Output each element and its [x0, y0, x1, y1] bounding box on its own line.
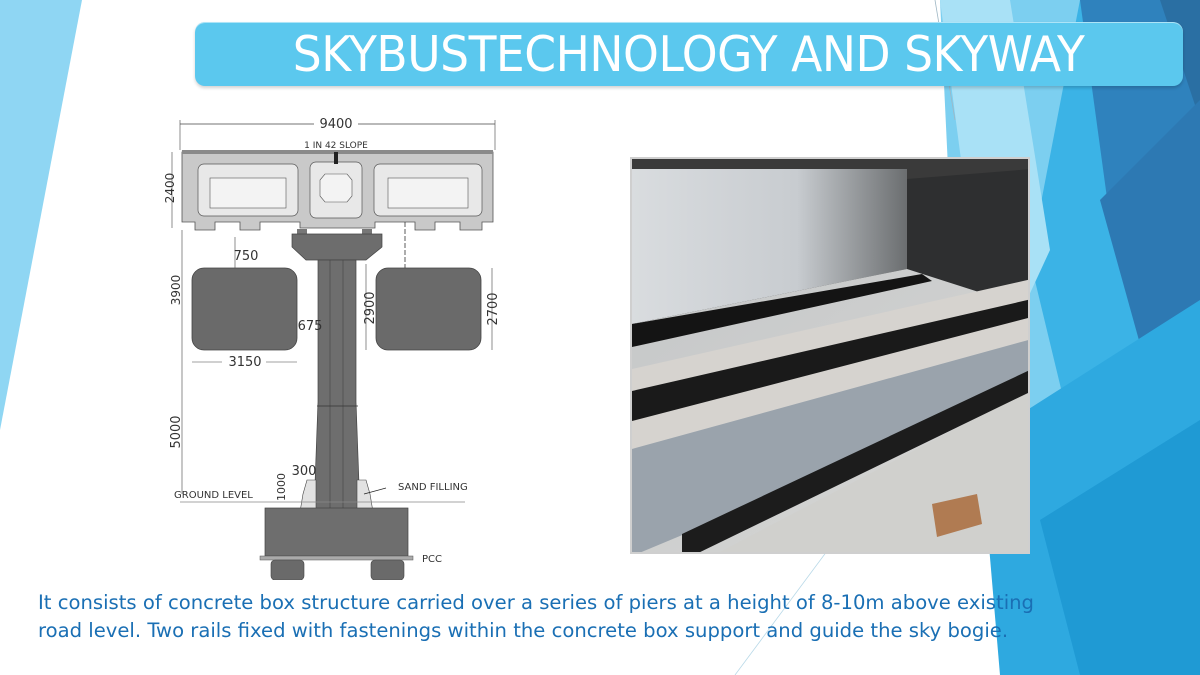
dim-vehicle-zone: 3900 [169, 275, 183, 306]
slide-title: SKYBUSTECHNOLOGY AND SKYWAY [293, 25, 1085, 83]
dim-top-width: 9400 [319, 117, 352, 132]
dim-foundation-depth: 1000 [275, 473, 288, 501]
ground-level-label: GROUND LEVEL [174, 490, 253, 501]
sand-filling-label: SAND FILLING [398, 482, 468, 493]
caption-line-2: road level. Two rails fixed with fasteni… [38, 619, 1009, 642]
skyway-cross-section-drawing: 9400 1 IN 42 SLOPE 2400 750 3900 3150 67… [163, 116, 501, 580]
rails-inside-concrete-box-photo [630, 157, 1030, 554]
photo-illustration [632, 159, 1028, 552]
caption-line-1: It consists of concrete box structure ca… [38, 591, 1034, 614]
dim-pier-lower: 5000 [169, 415, 184, 448]
pcc-label: PCC [422, 554, 442, 565]
slope-text: 1 IN 42 SLOPE [304, 141, 368, 151]
dim-clearance-top: 750 [234, 249, 259, 264]
dim-vehicle-width: 3150 [228, 355, 261, 370]
dim-pier-height-zone: 2900 [363, 291, 378, 324]
slide-caption: It consists of concrete box structure ca… [38, 589, 1188, 645]
dim-vehicle-height: 2700 [486, 292, 501, 325]
dim-pier-width: 675 [298, 319, 323, 334]
dim-deck-height: 2400 [163, 173, 177, 204]
title-bar: SKYBUSTECHNOLOGY AND SKYWAY [195, 22, 1183, 86]
dim-collar: 300 [292, 464, 317, 479]
